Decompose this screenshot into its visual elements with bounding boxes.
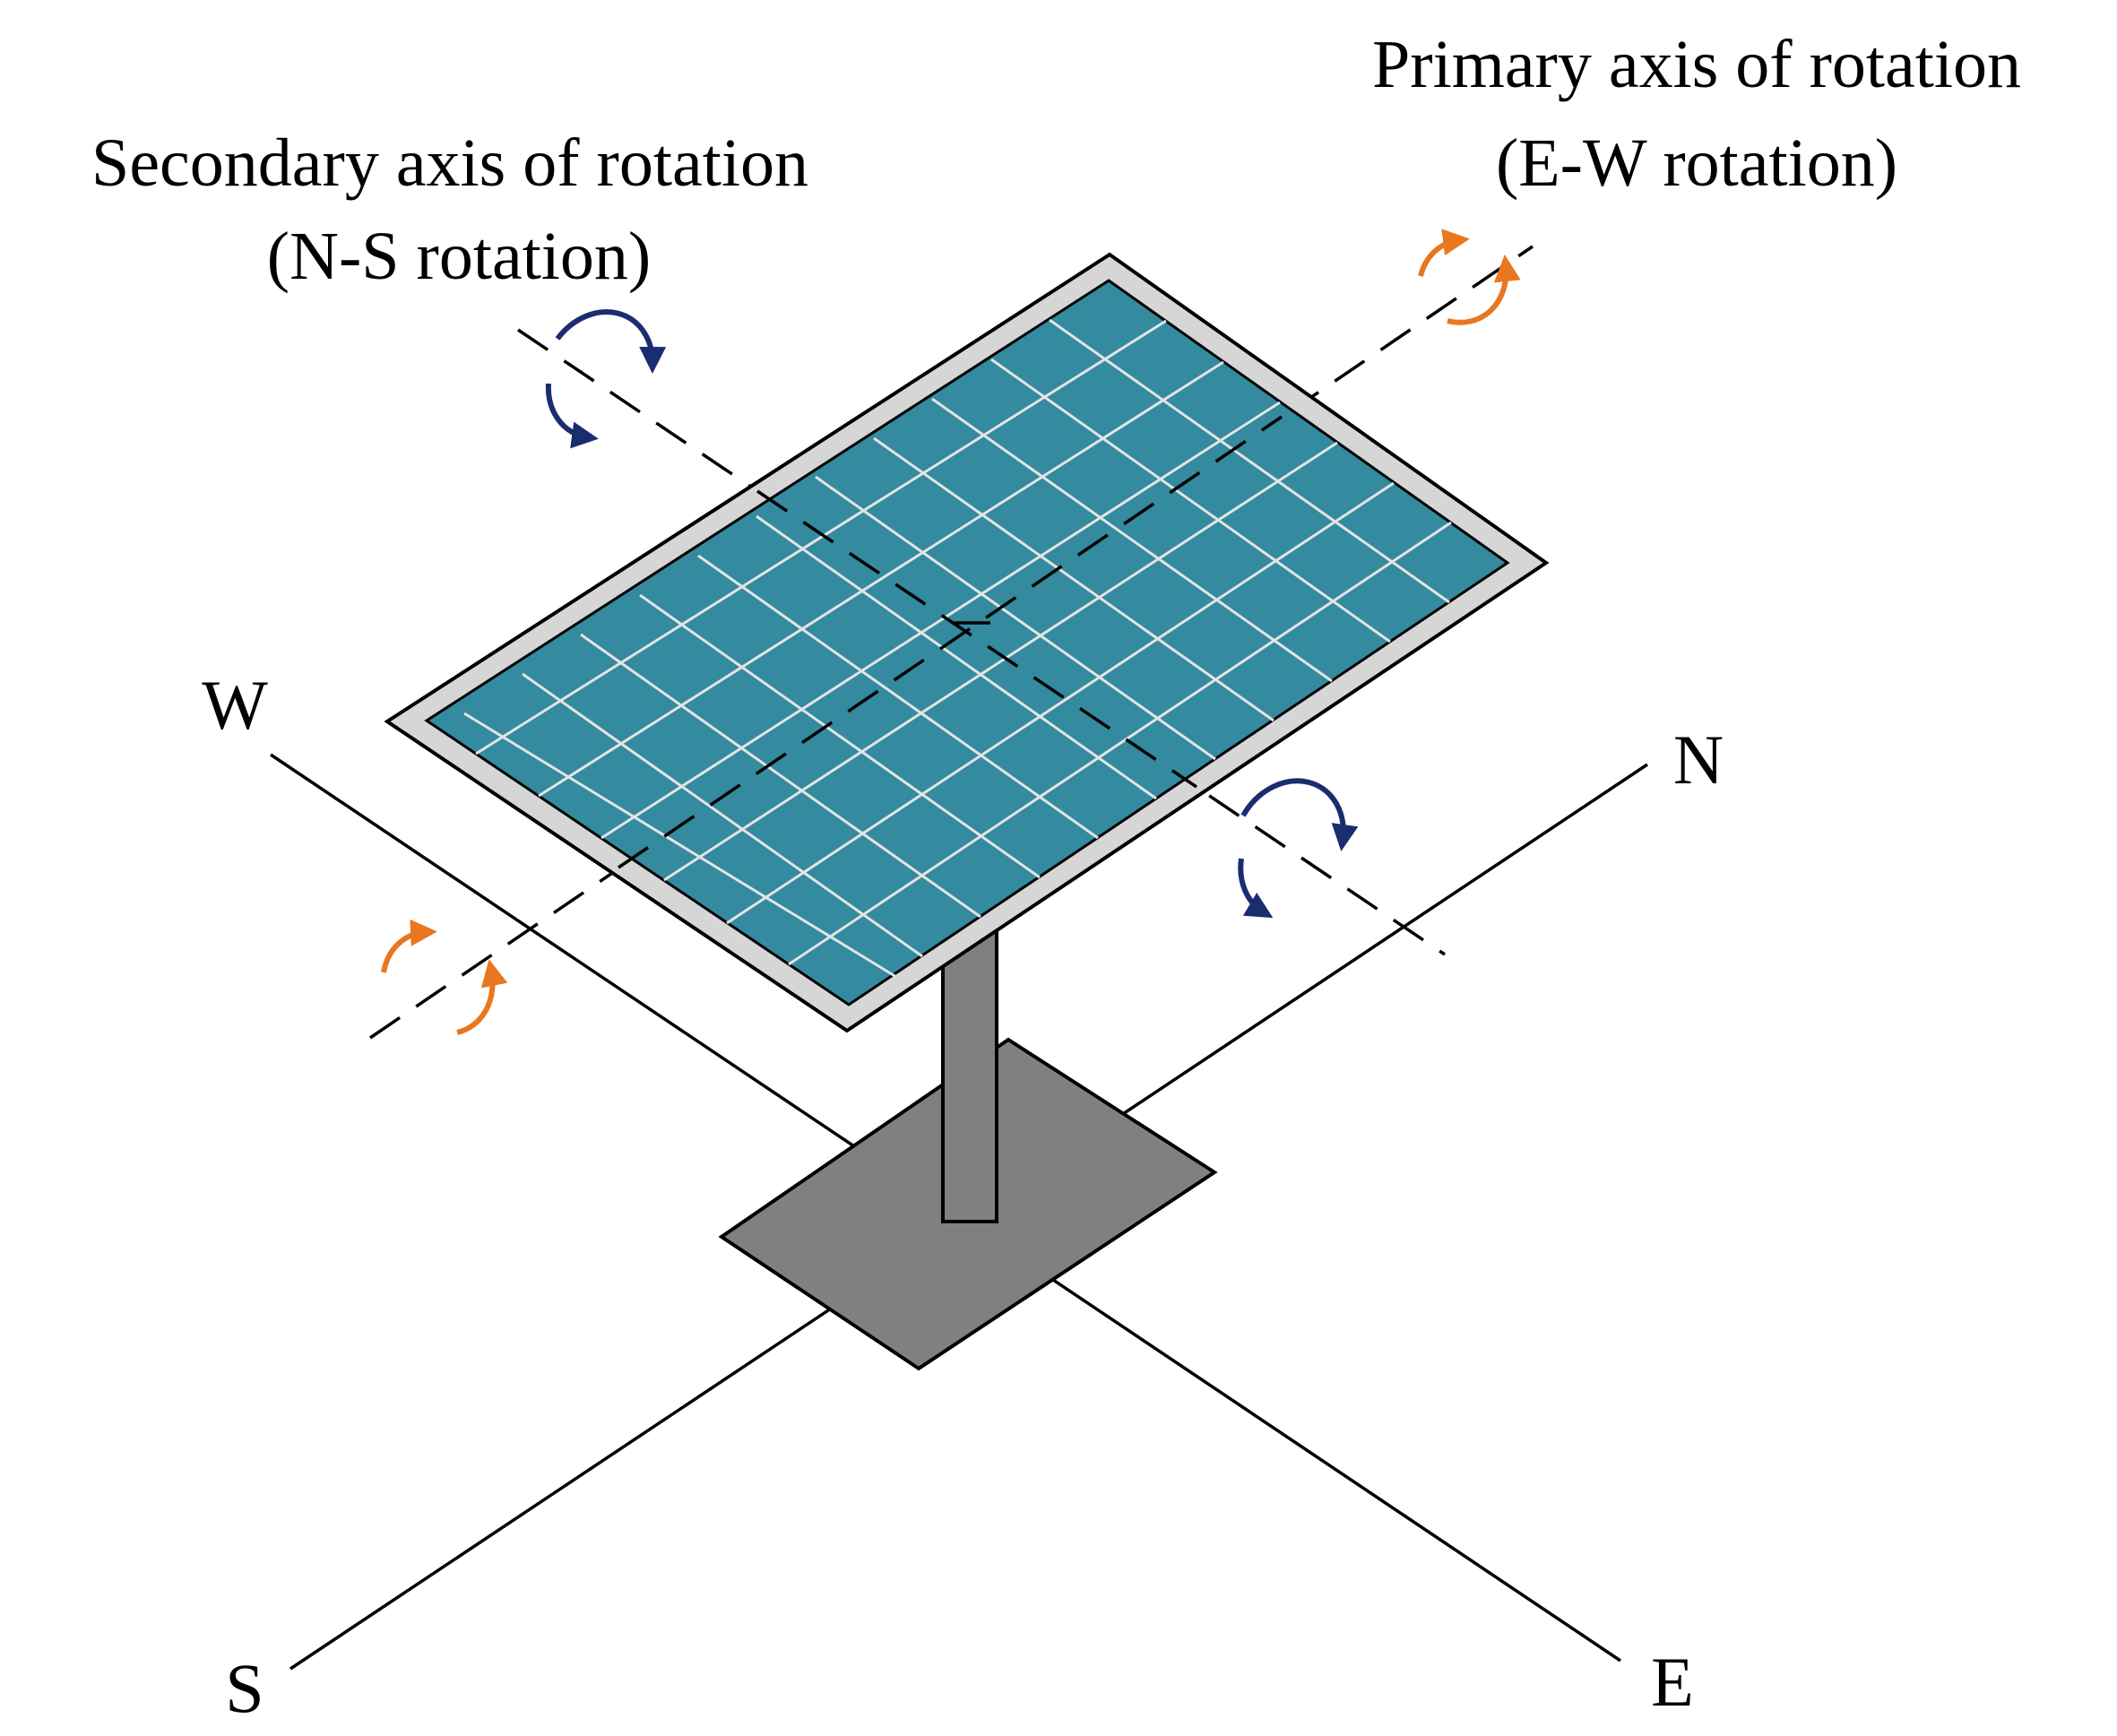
secondary-axis-label-line2: (N-S rotation): [267, 219, 651, 294]
secondary-axis-label-line1: Secondary axis of rotation: [91, 125, 808, 201]
primary-axis-over-panel: [618, 415, 1283, 869]
primary-axis-label-line1: Primary axis of rotation: [1372, 27, 2021, 102]
compass-west-label: W: [202, 666, 268, 744]
secondary-axis-rotation-arrow-top: [545, 309, 667, 449]
secondary-axis-rotation-arrow-bottom: [1238, 778, 1359, 919]
secondary-axis-over-panel: [756, 489, 1197, 789]
solar-panel-cells: [424, 279, 1510, 1006]
primary-axis-label-line2: (E-W rotation): [1496, 125, 1897, 201]
compass-north-label: N: [1673, 721, 1724, 799]
compass-east-label: E: [1651, 1643, 1694, 1721]
compass-south-label: S: [225, 1649, 264, 1727]
tracker-post: [941, 921, 998, 1223]
primary-axis-rotation-arrow-bottom: [381, 919, 508, 1035]
primary-axis-rotation-arrow-top: [1418, 229, 1521, 325]
primary-rotation-axis: [369, 245, 1534, 1040]
solar-cell-grid: [463, 318, 1452, 979]
